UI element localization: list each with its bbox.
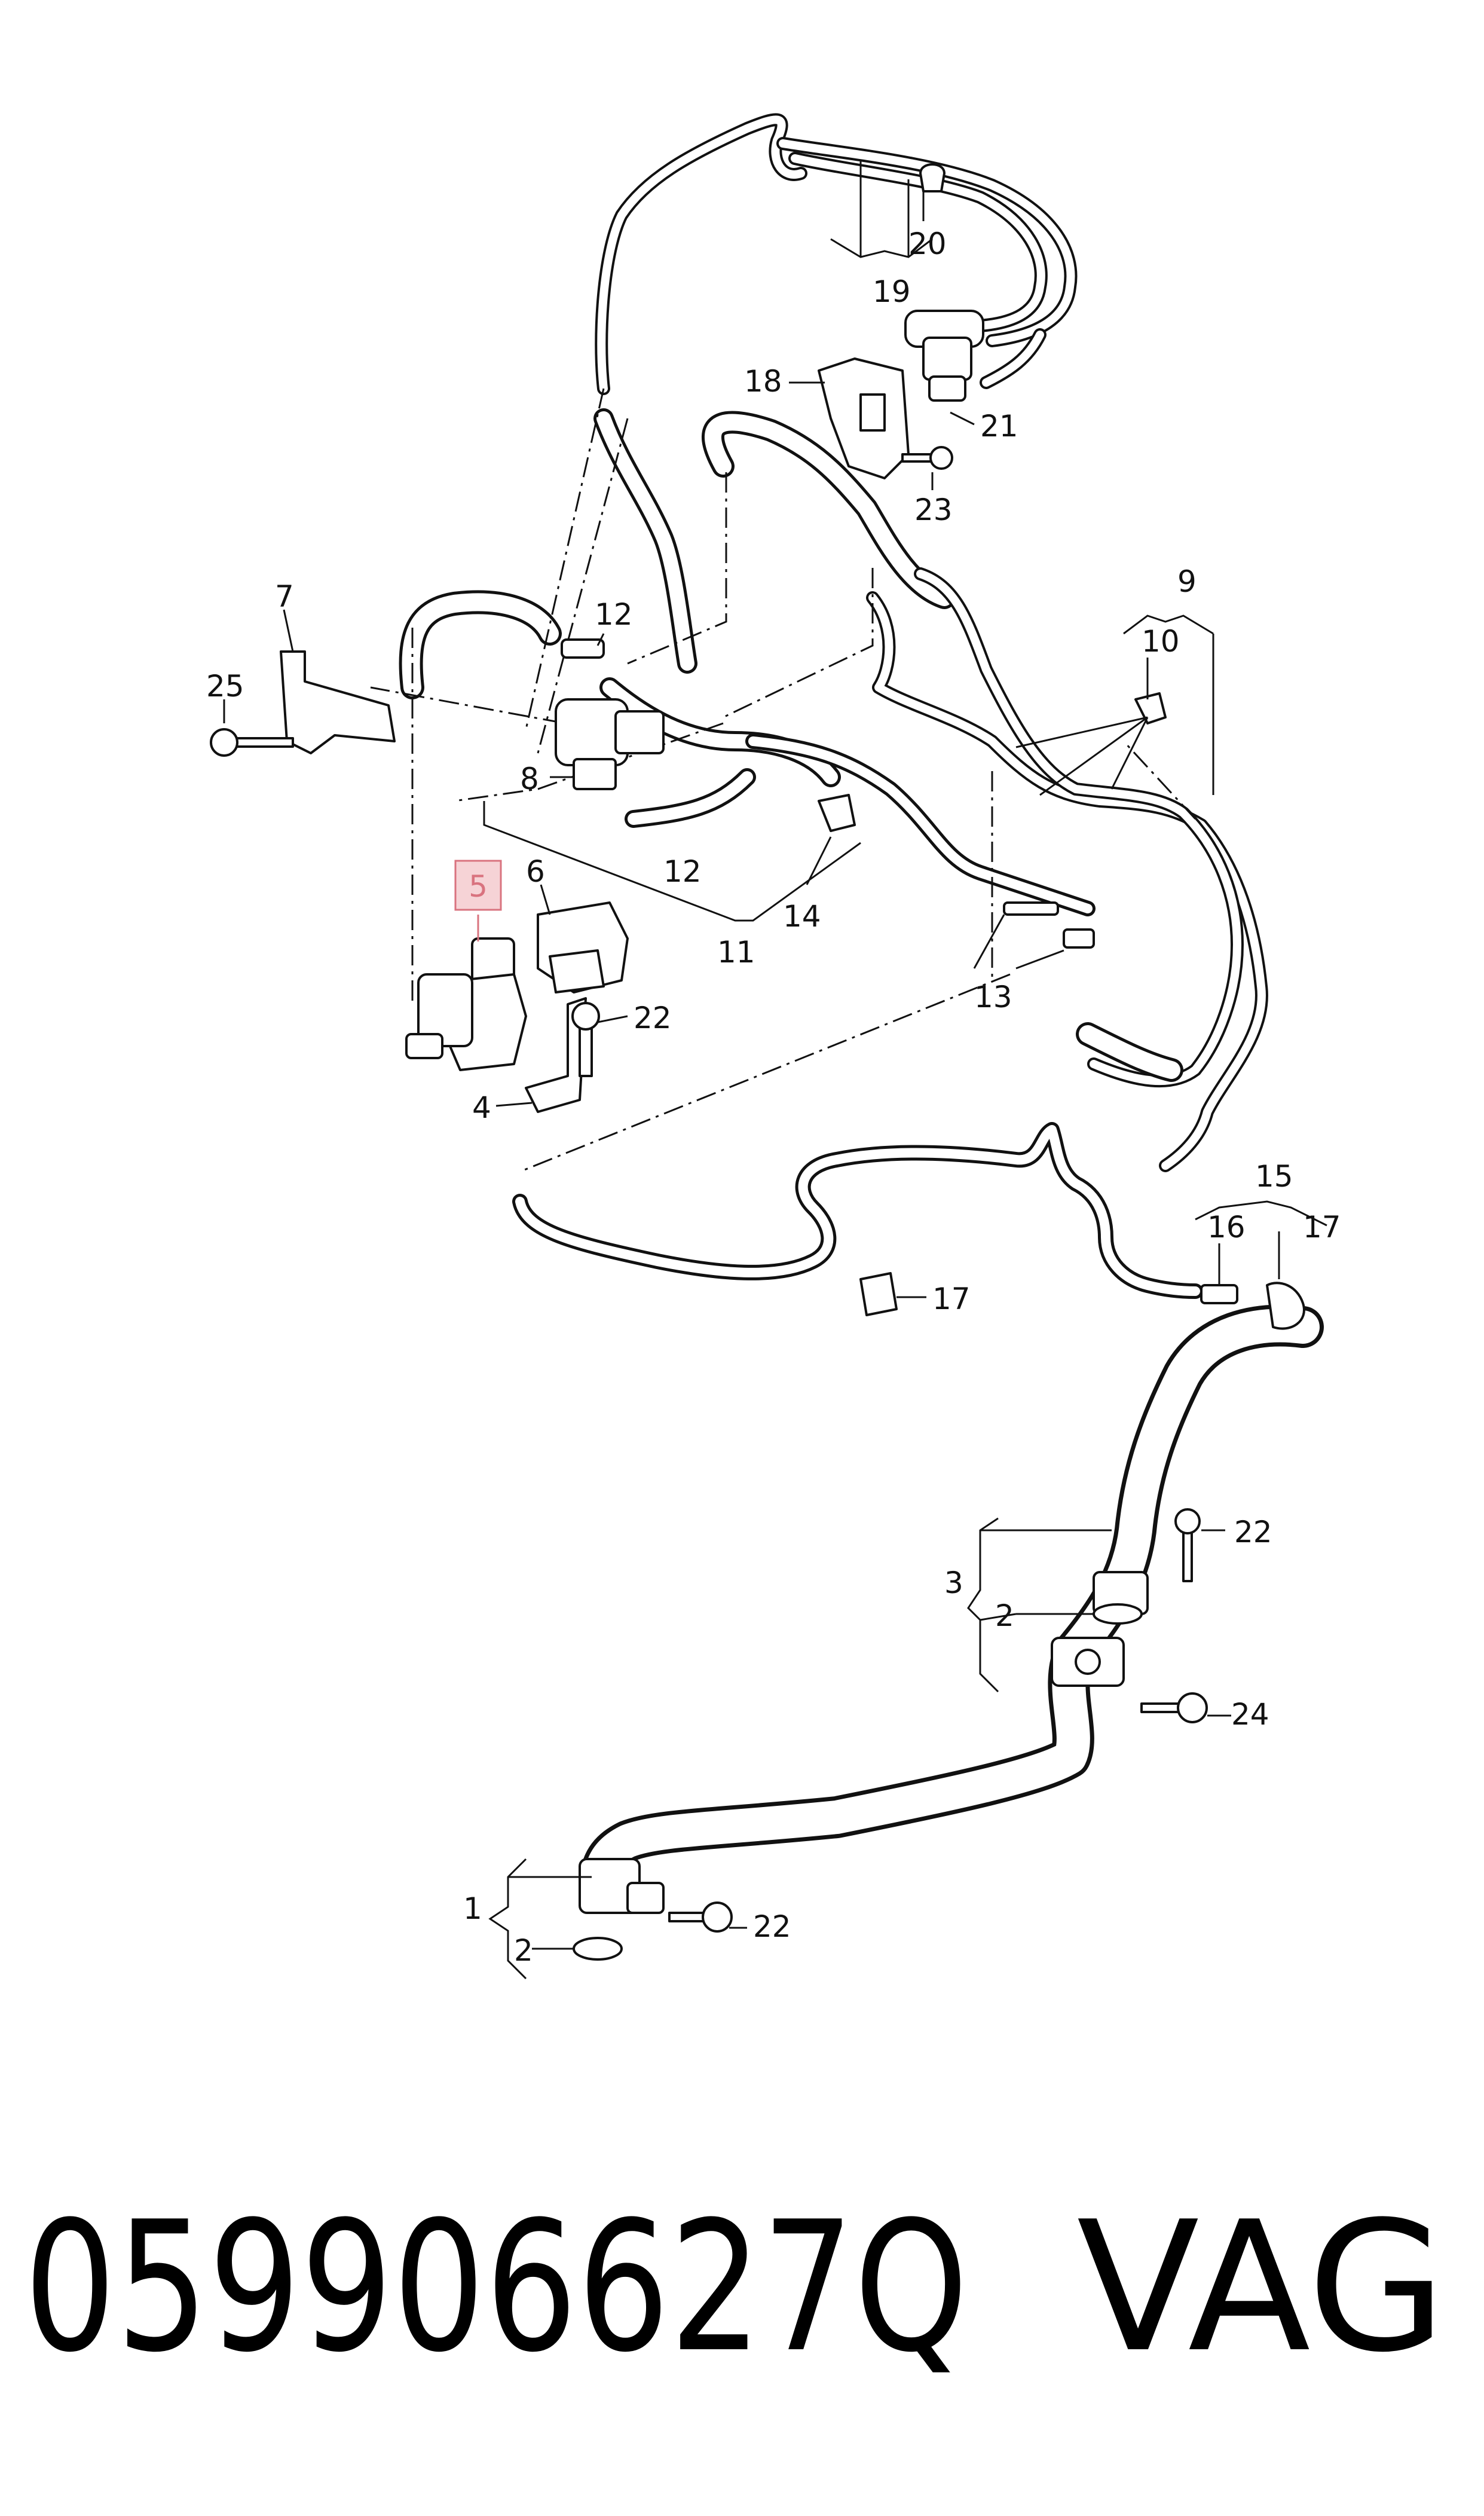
footer: 059906627Q VAG: [24, 2183, 1446, 2392]
callout-4: 4: [472, 1090, 491, 1125]
brand-label: VAG: [1077, 2183, 1446, 2392]
callout-labels: 20 19 18 21 23 9 10 7 12 25 8 6 12 14 11…: [206, 227, 1341, 1968]
leader-lines: [223, 161, 1327, 1980]
callout-2-lower: 2: [514, 1933, 533, 1968]
callout-12-top: 12: [595, 597, 633, 632]
callout-7: 7: [275, 579, 294, 614]
callout-12-lower: 12: [663, 854, 702, 889]
callout-25: 25: [206, 669, 244, 704]
callout-3: 3: [944, 1566, 963, 1600]
callout-17-right: 17: [1303, 1210, 1341, 1245]
callout-20: 20: [908, 227, 947, 261]
callout-5: 5: [469, 869, 488, 904]
callout-9: 9: [1177, 564, 1197, 599]
callout-21: 21: [980, 409, 1018, 444]
callout-5-highlight-box: [454, 860, 502, 911]
callout-14: 14: [783, 899, 821, 934]
callout-22-mid: 22: [634, 1001, 672, 1035]
callout-18: 18: [744, 364, 782, 399]
callout-10: 10: [1142, 624, 1180, 659]
callout-11: 11: [717, 935, 755, 970]
assembly-lines: [370, 388, 1197, 1173]
callout-22-right: 22: [1234, 1515, 1272, 1549]
callout-2-upper: 2: [995, 1598, 1014, 1633]
callout-23: 23: [914, 493, 953, 527]
callout-19: 19: [873, 274, 911, 309]
callout-17-lower: 17: [932, 1282, 971, 1316]
callout-22-bottom: 22: [753, 1909, 791, 1944]
callout-1: 1: [463, 1891, 482, 1926]
callout-13: 13: [974, 980, 1012, 1014]
callout-16: 16: [1207, 1210, 1246, 1245]
callout-6: 6: [526, 854, 545, 889]
part-number: 059906627Q: [24, 2183, 968, 2392]
hose-lines: [399, 113, 1324, 1910]
callout-8: 8: [520, 762, 539, 796]
components: [210, 163, 1305, 1961]
callout-24: 24: [1231, 1697, 1269, 1732]
callout-15: 15: [1255, 1159, 1293, 1194]
